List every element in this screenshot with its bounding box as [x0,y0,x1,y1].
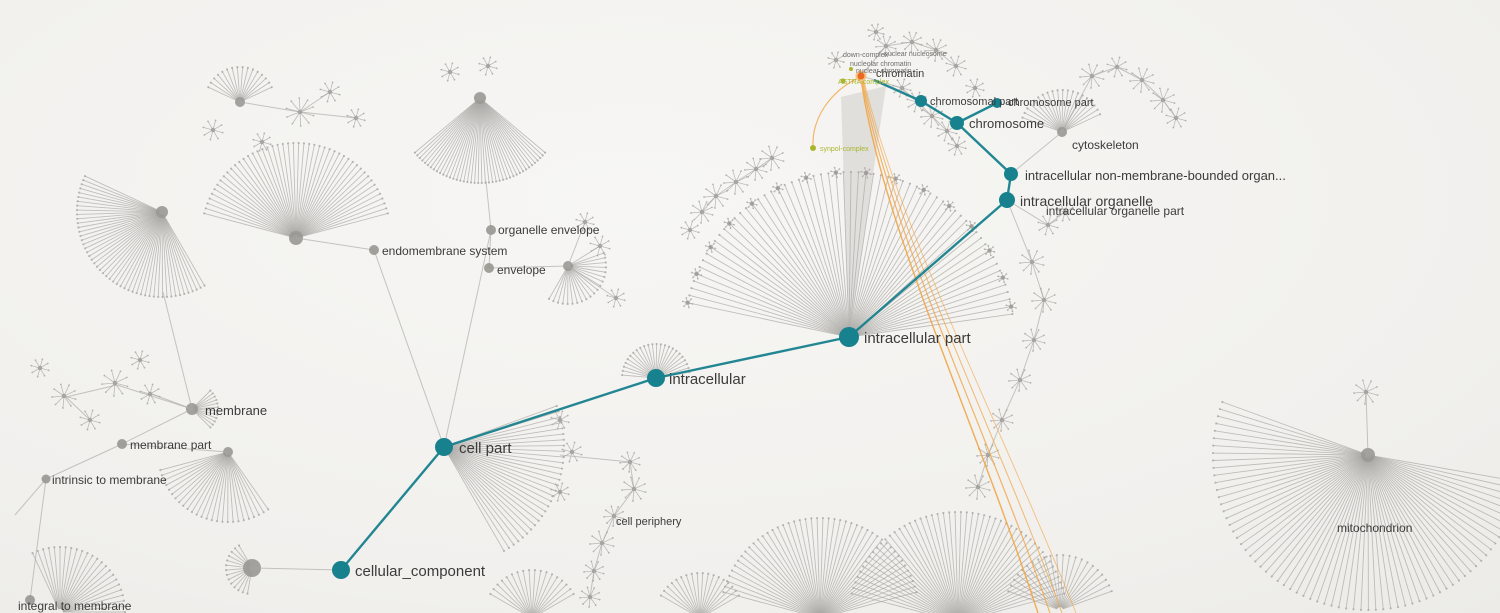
term-label: cellular_component [355,563,486,580]
term-label: synpol-complex [820,146,869,153]
term-node[interactable] [484,263,494,273]
term-label: organelle envelope [498,223,600,237]
term-label: intracellular non-membrane-bounded organ… [1025,168,1286,183]
term-label: membrane part [130,438,212,452]
term-label: cytoskeleton [1072,138,1139,152]
complex-node[interactable] [840,78,846,84]
term-label: chromatin [876,68,924,80]
term-label: nuclear chromatin [856,68,912,75]
term-node[interactable] [41,474,51,484]
fan-cluster-layer [31,66,1500,613]
term-label: intracellular part [864,330,972,347]
complex-node[interactable] [810,145,816,151]
term-label: ASTRA complex [838,79,889,86]
path-node-chromosomal-part[interactable] [915,95,927,107]
term-label: membrane [205,403,267,418]
term-node[interactable] [486,225,496,235]
label-layer: cellular_component cell part intracellular… [18,51,1412,613]
path-node-cell-part[interactable] [435,438,453,456]
term-label: endomembrane system [382,244,507,258]
term-node[interactable] [369,245,379,255]
term-label: chromosomal part [930,96,1018,108]
cluster-node[interactable] [156,206,168,218]
term-label: chromosome part [1008,97,1094,109]
term-label: intracellular [669,371,746,388]
gray-node-layer [25,225,496,605]
term-label: intrinsic to membrane [52,473,167,487]
term-label: integral to membrane [18,599,132,613]
path-node-intracellular-non-membrane-bounded-organelle[interactable] [1004,167,1018,181]
term-label: mitochondrion [1337,521,1412,535]
star-cluster-layer [30,23,1379,608]
path-node-intracellular-part[interactable] [839,327,859,347]
term-label: cell periphery [616,516,682,528]
path-node-chromosome[interactable] [950,116,964,130]
path-node-cellular-component[interactable] [332,561,350,579]
selected-node-layer [332,95,1018,579]
highlight-path-layer [810,67,1077,613]
complex-node[interactable] [849,67,853,71]
term-node[interactable] [117,439,127,449]
path-node-chromosome-part[interactable] [992,98,1002,108]
term-label: nucleolar chromatin [850,61,911,68]
term-node[interactable] [25,595,35,605]
path-node-intracellular[interactable] [647,369,665,387]
term-label: intracellular organelle part [1046,204,1185,218]
term-label: chromosome [969,116,1044,131]
term-label: down-complex [843,52,889,59]
term-label: intracellular organelle [1020,193,1153,209]
term-label: cell part [459,440,512,457]
path-node-intracellular-organelle[interactable] [999,192,1015,208]
cluster-node[interactable] [474,92,486,104]
selected-path-edge-layer [340,78,1013,571]
term-label: nuclear nucleosome [884,51,947,58]
term-label: envelope [497,263,546,277]
selected-term-node[interactable] [855,70,867,82]
